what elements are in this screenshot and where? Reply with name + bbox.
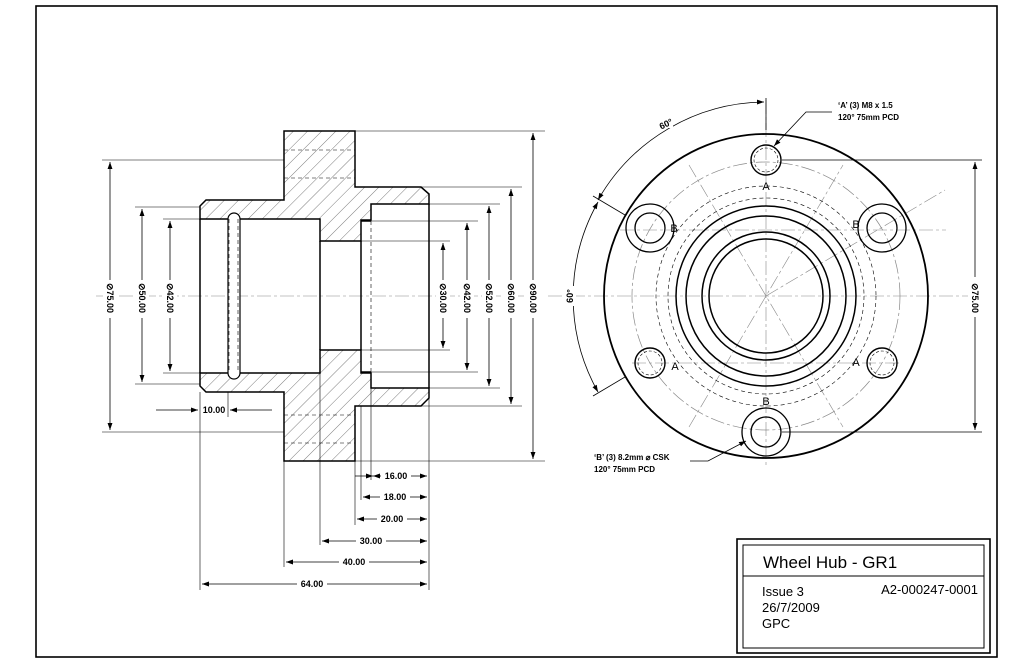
hole-label-b-upper-left: B	[670, 223, 677, 235]
hole-label-b-upper-right: B	[852, 219, 859, 231]
pcd-circle	[631, 161, 901, 431]
hub-ring-outer	[675, 205, 857, 387]
hole-label-b-bottom: B	[762, 396, 769, 408]
dim-d30-label: ⊘30.00	[438, 283, 448, 313]
drawing-border	[35, 5, 998, 658]
angle-labels: 60° 60°	[564, 116, 675, 306]
dim-d75-label: ⊘75.00	[105, 283, 115, 313]
hole-label-a-lower-right: A	[852, 357, 860, 369]
dim-pcd-label: ⊘75.00	[970, 283, 980, 313]
dim-d50-label: ⊘50.00	[137, 283, 147, 313]
angle-arc-top	[597, 99, 765, 201]
leader-a	[773, 111, 832, 147]
hole-a-lower-left	[634, 347, 666, 379]
note-b-line2: 120° 75mm PCD	[594, 465, 655, 474]
bore-chamfer	[701, 231, 831, 361]
drawing-number: A2-000247-0001	[881, 582, 978, 597]
hole-label-a-lower-left: A	[671, 361, 679, 373]
section-view: ⊘75.00 ⊘50.00 ⊘42.00 ⊘30.00 ⊘42.00 ⊘52.0…	[96, 130, 545, 590]
dim-d60-label: ⊘60.00	[506, 283, 516, 313]
hidden-circle-1	[655, 185, 877, 407]
leaders	[690, 111, 832, 462]
hidden-circle-2	[667, 197, 865, 395]
dim-l20-label: 20.00	[381, 514, 404, 524]
drawing-title: Wheel Hub - GR1	[763, 553, 897, 572]
note-a-line2: 120° 75mm PCD	[838, 113, 899, 122]
bore	[708, 238, 824, 354]
drawing-author: GPC	[762, 616, 790, 631]
angle-arc-left	[572, 201, 599, 393]
hole-b-upper-right-csk	[857, 203, 907, 253]
dim-l64-label: 64.00	[301, 579, 324, 589]
drawing-date: 26/7/2009	[762, 600, 820, 615]
dim-d90-label: ⊘90.00	[528, 283, 538, 313]
end-view: A B B A A B 60° 60° ⊘75.00	[548, 98, 982, 474]
length-labels: 10.00 16.00 18.00 20.00 30.00 40.00 64.0…	[203, 405, 411, 590]
hub-ring-inner	[685, 215, 847, 377]
diameter-labels: ⊘75.00 ⊘50.00 ⊘42.00 ⊘30.00 ⊘42.00 ⊘52.0…	[103, 280, 540, 318]
hole-b-upper-right	[866, 212, 898, 244]
leader-b	[690, 440, 747, 462]
dim-d52-label: ⊘52.00	[484, 283, 494, 313]
dim-d42-left-label: ⊘42.00	[165, 283, 175, 313]
hub-bore-outline	[199, 204, 430, 388]
hub-section-upper	[199, 130, 430, 242]
hole-b-upper-left	[634, 212, 666, 244]
dim-l18-label: 18.00	[384, 492, 407, 502]
hole-a-lower-right	[866, 347, 898, 379]
note-b-line1: ‘B’ (3) 8.2mm ⌀ CSK	[594, 453, 670, 462]
flange-outer	[603, 133, 929, 459]
dim-l10-label: 10.00	[203, 405, 226, 415]
dim-l16-label: 16.00	[385, 471, 408, 481]
end-view-centerlines	[548, 100, 972, 466]
angle-left-label: 60°	[565, 289, 575, 303]
extension-lines	[102, 130, 545, 590]
hub-groove	[227, 212, 241, 380]
title-block: Wheel Hub - GR1 Issue 3 A2-000247-0001 2…	[736, 538, 991, 654]
dim-l30-label: 30.00	[360, 536, 383, 546]
note-a-line1: ‘A’ (3) M8 x 1.5	[838, 101, 893, 110]
hidden-lines	[228, 149, 372, 444]
hole-label-a-top: A	[762, 181, 770, 193]
hole-b-bottom	[750, 416, 782, 448]
issue-number: Issue 3	[762, 584, 804, 599]
hole-b-upper-left-csk	[625, 203, 675, 253]
hole-letters: A B B A A B	[670, 181, 860, 408]
dim-d42-right-label: ⊘42.00	[462, 283, 472, 313]
dim-l40-label: 40.00	[343, 557, 366, 567]
